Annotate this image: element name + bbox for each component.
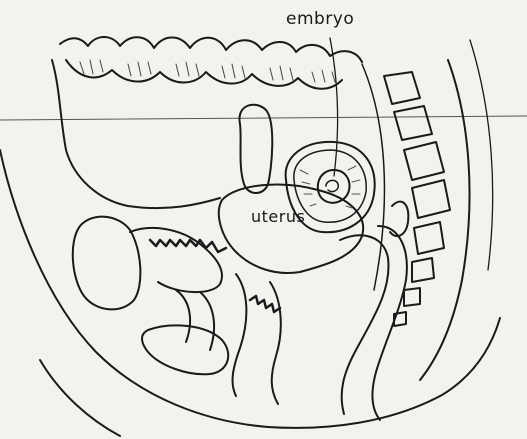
leg-outline bbox=[40, 360, 120, 436]
urethra-wall bbox=[200, 292, 214, 350]
vagina-wall-back bbox=[270, 282, 281, 404]
uterus bbox=[219, 185, 363, 273]
embryo-label: embryo bbox=[286, 9, 354, 29]
spine-vertebrae bbox=[384, 72, 450, 326]
back-outline-inner bbox=[470, 40, 493, 270]
bladder-lining bbox=[150, 240, 226, 252]
embryo-leader-line bbox=[330, 38, 337, 176]
intestines bbox=[60, 37, 362, 89]
rectum-wall-back bbox=[373, 226, 407, 420]
bladder bbox=[73, 217, 141, 310]
rectum-wall-front bbox=[340, 235, 389, 414]
vaginal-folds bbox=[250, 296, 280, 312]
bladder-wall bbox=[130, 228, 222, 292]
vagina-wall-front bbox=[233, 274, 247, 396]
back-outline bbox=[420, 60, 470, 380]
urethra bbox=[176, 290, 190, 342]
pubic-bone bbox=[142, 325, 228, 374]
uterus-label: uterus bbox=[251, 207, 305, 226]
scan-crease-line bbox=[0, 116, 527, 120]
